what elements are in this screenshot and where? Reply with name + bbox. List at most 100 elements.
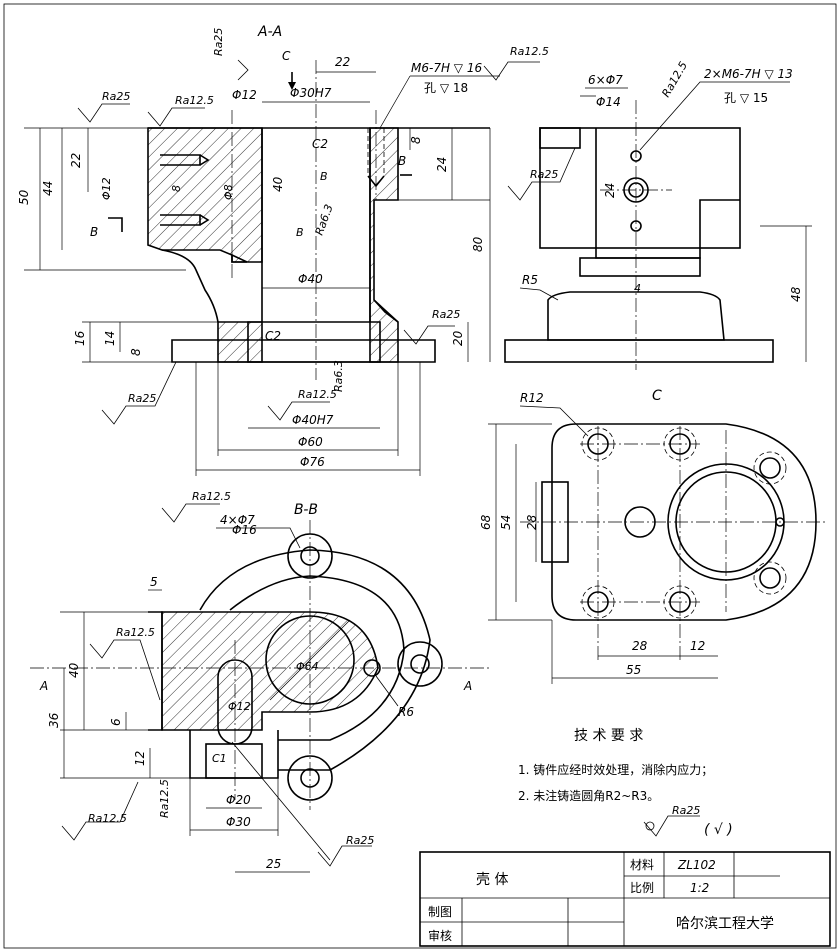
bb-boss: [189, 730, 279, 779]
aa-tapped-hole: [367, 128, 385, 176]
ra-125-bb-top: Ra12.5: [192, 490, 231, 503]
dim-phi40h7: Φ40H7: [292, 413, 334, 427]
aa-bottom-bore: [247, 321, 381, 363]
roughness-symbol: [643, 815, 700, 837]
notes-title: 技 术 要 求: [574, 728, 643, 744]
note-4x7: 4×Φ7: [220, 513, 255, 527]
aa-base-flange: [171, 339, 436, 363]
dim-phi12-top: Φ12: [232, 88, 257, 102]
scale-value: 1:2: [690, 881, 709, 895]
ra-125-side: Ra12.5: [659, 59, 690, 99]
side-steps: [595, 128, 740, 259]
note-2xm6-hole: 孔 ▽ 15: [724, 91, 768, 105]
dim-24: 24: [435, 157, 449, 172]
note-m6: M6-7H ▽ 16: [411, 61, 482, 75]
notes-line-1: 1. 铸件应经时效处理，消除内应力；: [518, 762, 713, 777]
material-label: 材料: [630, 858, 654, 872]
dim-14: 14: [103, 331, 117, 346]
part-name: 壳 体: [476, 871, 508, 888]
label-b-inner2: B: [296, 226, 304, 239]
notes-line-2: 2. 未注铸造圆角R2~R3。: [518, 788, 659, 803]
label-r12: R12: [520, 391, 544, 405]
ra-25-bb: Ra25: [346, 834, 374, 847]
side-body: [539, 127, 741, 249]
ra-125-bb-left: Ra12.5: [116, 626, 155, 639]
note-phi14: Φ14: [596, 95, 621, 109]
chamfer-c2-bottom: C2: [265, 329, 281, 343]
dim-5: 5: [150, 575, 158, 589]
dim-phi30-bb: Φ30: [226, 815, 251, 829]
dim-54: 54: [499, 515, 513, 530]
dim-phi76: Φ76: [300, 455, 325, 469]
dim-22: 22: [69, 153, 83, 168]
dim-44: 44: [41, 181, 55, 196]
sheet-border: [3, 3, 837, 949]
note-m6-hole: 孔 ▽ 18: [424, 81, 468, 95]
ra-125-bb-side: Ra12.5: [158, 779, 171, 818]
aa-hatch-bottom-left: [217, 321, 263, 363]
arrow-label-c: C: [282, 49, 291, 63]
dim-phi64: Φ64: [296, 660, 319, 673]
dim-12-bb: 12: [133, 751, 147, 766]
technical-notes: 技 术 要 求 1. 铸件应经时效处理，消除内应力； 2. 未注铸造圆角R2~R…: [518, 728, 733, 838]
ra-125-right: Ra12.5: [510, 45, 549, 58]
chamfer-c2-top: C2: [312, 137, 328, 151]
scale-label: 比例: [630, 881, 654, 895]
dim-28-bottom: 28: [632, 639, 648, 653]
dim-8-bottom: 8: [129, 348, 143, 356]
title-block: 壳 体 材料 ZL102 比例 1:2 制图 审核 哈尔滨工程大学: [419, 851, 831, 947]
aa-side-holes: [160, 154, 201, 226]
dim-48: 48: [789, 286, 803, 302]
arrow-a-left: A: [39, 679, 48, 693]
material-value: ZL102: [677, 858, 716, 872]
dim-phi12-slot: Φ12: [228, 700, 251, 713]
label-b-inner: B: [320, 170, 328, 183]
aa-drill-tip: [231, 253, 248, 263]
ra-125-aa: Ra12.5: [175, 94, 214, 107]
arrow-label-b-left: B: [90, 225, 98, 239]
side-view: 48 24 4 R5 6×Φ7 Φ14 2×M6-7H ▽ 13 孔 ▽ 15 …: [504, 59, 812, 370]
ra-25-side: Ra25: [530, 168, 558, 181]
dim-phi20-bb: Φ20: [226, 793, 251, 807]
ra-25-rest: Ra25: [672, 804, 700, 817]
dim-22-top: 22: [335, 55, 350, 69]
side-lug: [539, 127, 581, 149]
ra-63-bottom: Ra6.3: [332, 360, 345, 392]
ra-25-step: Ra25: [432, 308, 460, 321]
aa-bore-walls: [261, 128, 371, 322]
view-c: C 68 54 28 28 12 55 R12: [479, 388, 826, 684]
dim-25: 25: [266, 857, 281, 871]
note-2xm6: 2×M6-7H ▽ 13: [704, 67, 793, 81]
dim-phi30h7: Φ30H7: [290, 86, 332, 100]
note-phi16: Φ16: [232, 523, 257, 537]
dim-68: 68: [479, 514, 493, 530]
dim-8-small: 8: [170, 185, 183, 192]
dim-12-bottom: 12: [690, 639, 705, 653]
dim-phi8: Φ8: [222, 184, 235, 200]
view-label-bb: B-B: [294, 502, 318, 518]
ra-25-bottom: Ra25: [128, 392, 156, 405]
arrow-a-right: A: [463, 679, 472, 693]
roughness-rest-mark: ( √ ): [704, 822, 733, 838]
bb-lug: [148, 611, 163, 731]
dim-28-c: 28: [525, 514, 539, 530]
aa-left-fillet: [161, 249, 219, 323]
ra-125-bb-bottom: Ra12.5: [88, 812, 127, 825]
dim-24-side: 24: [603, 183, 617, 198]
view-label-c: C: [652, 388, 662, 404]
dim-8-right: 8: [409, 136, 423, 144]
dim-6: 6: [109, 718, 123, 726]
label-r6: R6: [398, 705, 414, 719]
label-r5: R5: [522, 273, 538, 287]
checked-label: 审核: [428, 928, 452, 943]
organization: 哈尔滨工程大学: [676, 916, 774, 932]
dim-80: 80: [471, 236, 485, 252]
aa-hatch-left: [147, 127, 263, 263]
section-bb-view: B-B A A Φ64 Φ12 C1 R6 4×Φ7 Φ16 5 40: [30, 490, 490, 873]
drawn-label: 制图: [428, 905, 452, 919]
aa-right-step: [373, 299, 399, 323]
dim-55: 55: [626, 663, 641, 677]
dim-phi60: Φ60: [298, 435, 323, 449]
